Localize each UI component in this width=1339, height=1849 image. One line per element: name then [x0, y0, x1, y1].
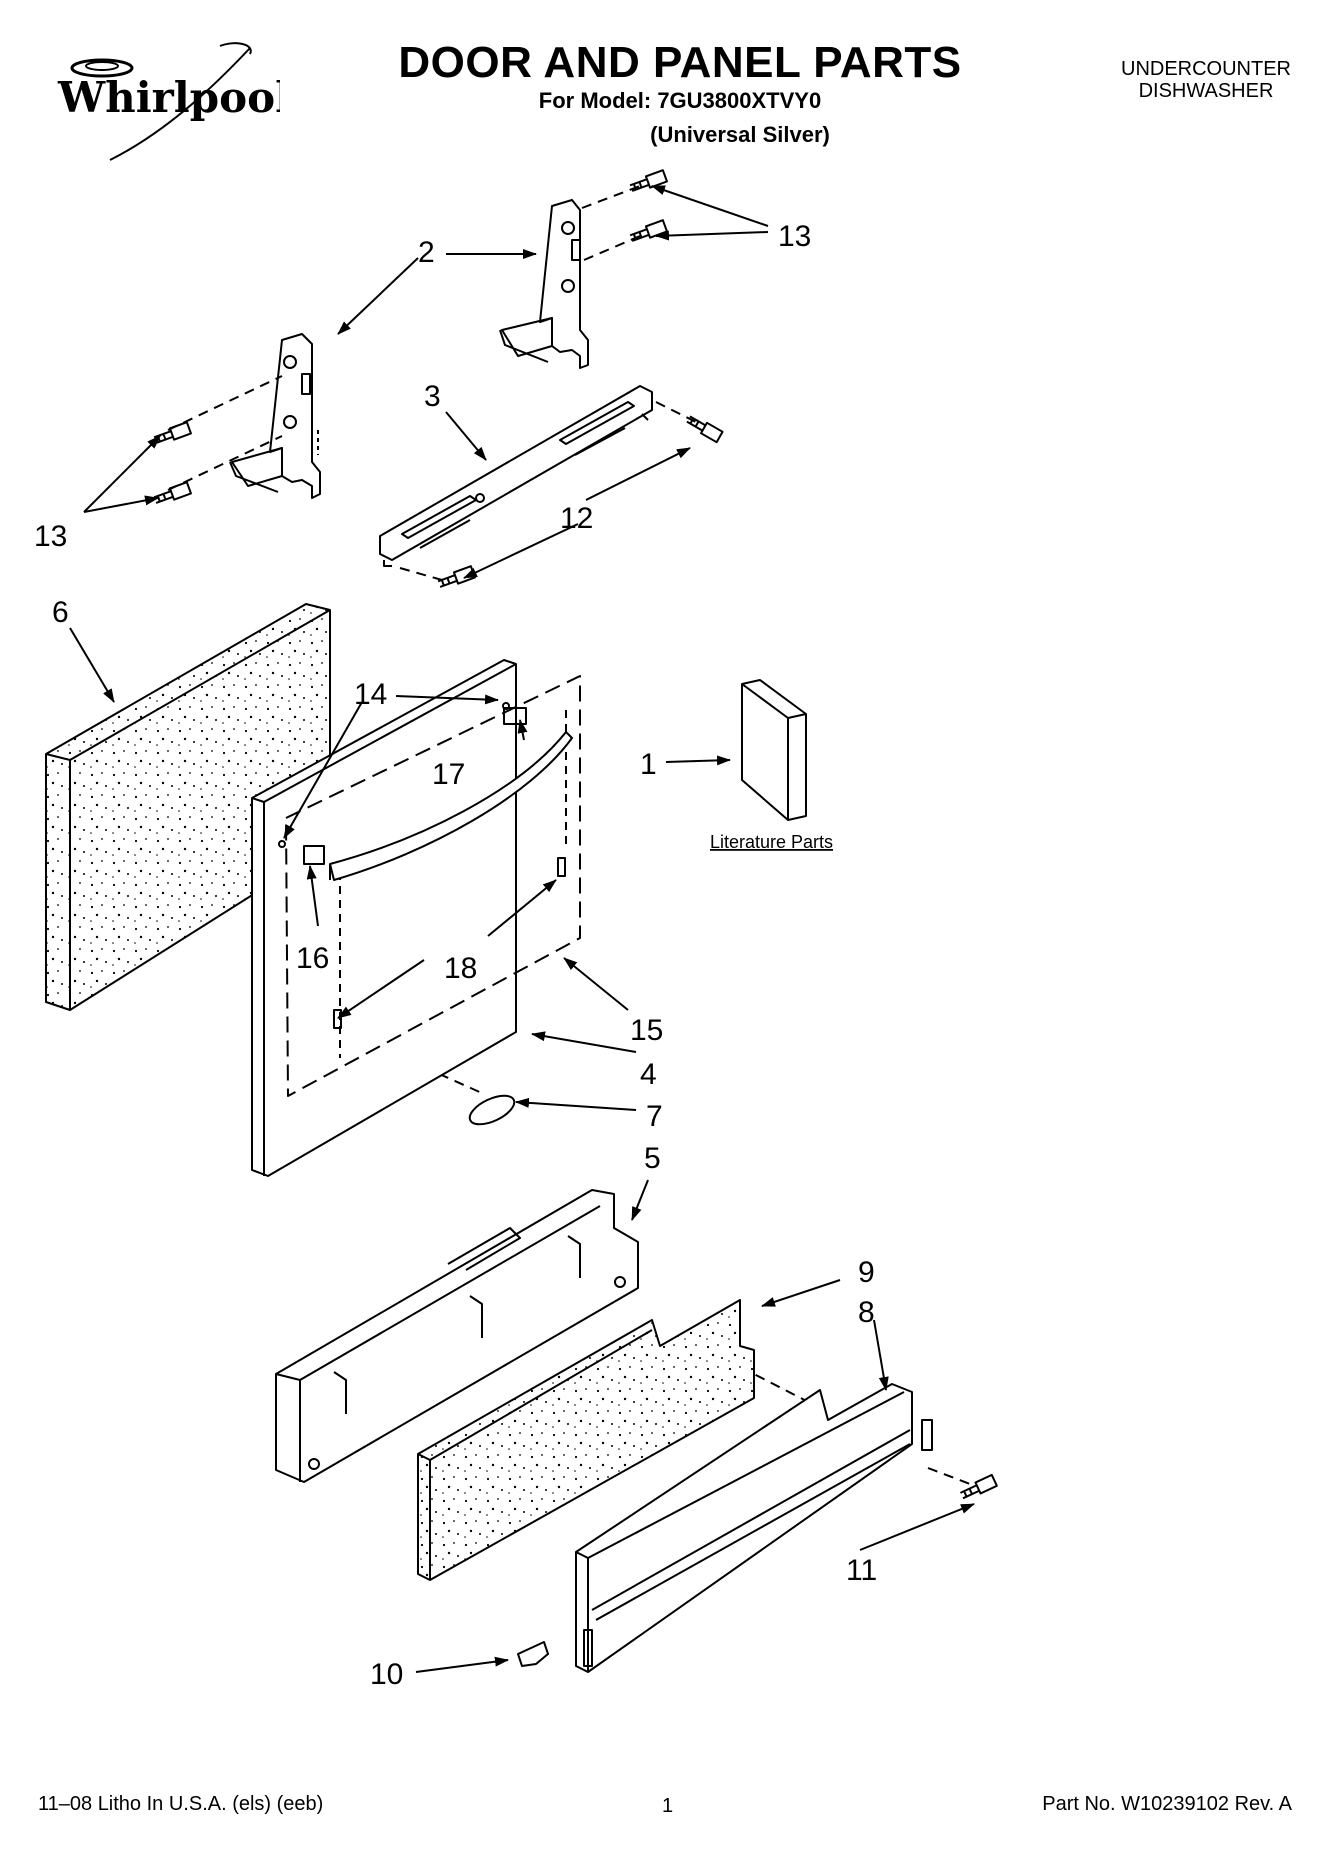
part-9-insulation-strip [417, 1299, 755, 1581]
callout-14: 14 [354, 678, 387, 711]
callout-5: 5 [644, 1142, 661, 1175]
part-15-outline [285, 675, 581, 1097]
part-17-handle [329, 731, 573, 881]
model-color: (Universal Silver) [650, 122, 830, 147]
appliance-type-line2: DISHWASHER [1138, 80, 1274, 102]
page-title: DOOR AND PANEL PARTS [398, 38, 962, 87]
part-13-screw [153, 481, 192, 504]
callout-2: 2 [418, 236, 435, 269]
appliance-type: UNDERCOUNTER DISHWASHER [1121, 58, 1291, 102]
part-10-clip [517, 1641, 549, 1667]
callout-17: 17 [432, 758, 465, 791]
part-11-screw [959, 1473, 998, 1500]
part-16-end-cap-left [303, 845, 325, 865]
screw-group [153, 169, 998, 1500]
part-7-badge [468, 1094, 516, 1126]
model-number: For Model: 7GU3800XTVY0 [538, 88, 822, 113]
part-8-kick-plate [575, 1383, 933, 1673]
part-13-screw [629, 219, 668, 242]
part-14-clip [502, 702, 510, 710]
part-1-literature-booklet [741, 679, 807, 821]
whirlpool-wordmark: Whirlpool [57, 73, 280, 122]
leader-arrows [69, 185, 975, 1673]
callout-11: 11 [846, 1554, 877, 1587]
part-number: Part No. W10239102 Rev. A [1042, 1793, 1292, 1815]
part-2-bracket-left [229, 333, 321, 499]
callout-16: 16 [296, 942, 329, 975]
part-13-screw [629, 169, 668, 192]
whirlpool-logo: Whirlpool [50, 40, 291, 170]
callout-10: 10 [370, 1658, 403, 1691]
part-16-end-cap-right [503, 707, 527, 725]
callout-4: 4 [640, 1058, 657, 1091]
callout-1: 1 [640, 748, 657, 781]
part-5-toe-bracket [275, 1189, 639, 1483]
part-12-screw [437, 565, 476, 588]
callout-13: 13 [34, 520, 67, 553]
callout-13: 13 [778, 220, 811, 253]
part-3-rail [379, 385, 653, 567]
callout-18: 18 [444, 952, 477, 985]
part-2-bracket-right [499, 199, 589, 369]
callout-labels: 2 13 3 12 13 6 14 17 1 16 18 15 4 7 5 9 … [34, 220, 877, 1691]
part-4-door-panel [251, 659, 517, 1177]
part-14-clip [278, 840, 286, 848]
page-number: 1 [662, 1795, 674, 1817]
appliance-type-line1: UNDERCOUNTER [1121, 58, 1291, 80]
part-13-screw [153, 421, 192, 444]
callout-15: 15 [630, 1014, 663, 1047]
literature-parts-label: Literature Parts [710, 832, 833, 852]
litho-info: 11–08 Litho In U.S.A. (els) (eeb) [38, 1793, 324, 1815]
callout-8: 8 [858, 1296, 875, 1329]
part-18-spacer [557, 857, 566, 877]
callout-9: 9 [858, 1256, 875, 1289]
callout-3: 3 [424, 380, 441, 413]
whirlpool-swirl-icon: Whirlpool [57, 42, 291, 161]
callout-7: 7 [646, 1100, 663, 1133]
callout-12: 12 [560, 502, 593, 535]
callout-6: 6 [52, 596, 69, 629]
part-12-screw [686, 415, 724, 444]
